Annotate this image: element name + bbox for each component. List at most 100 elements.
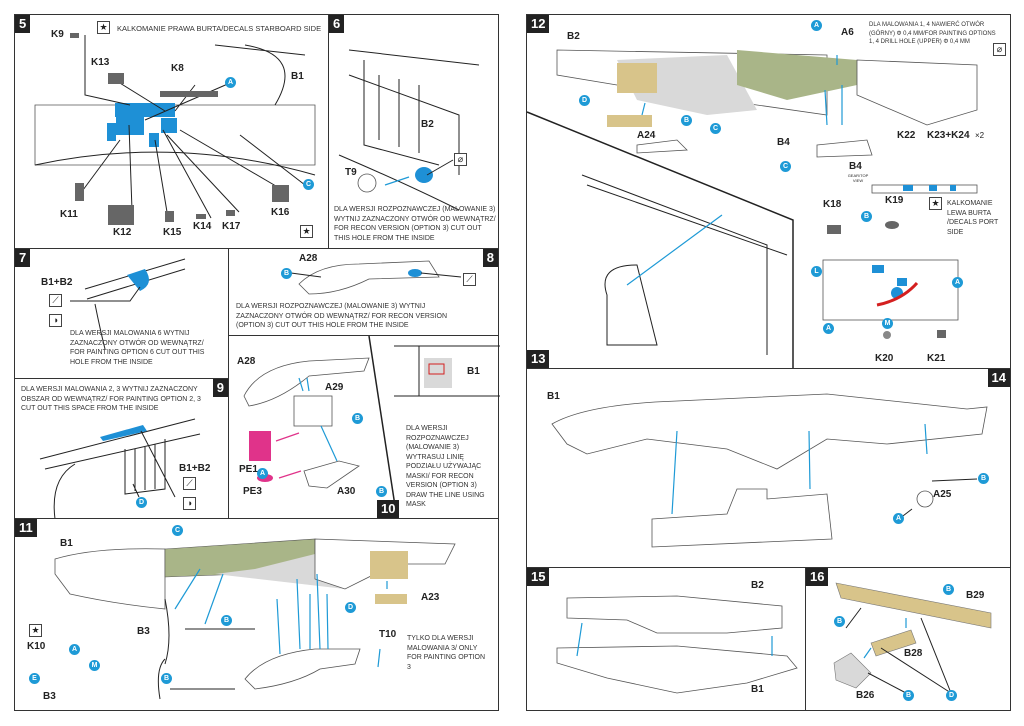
part-label: K22 bbox=[897, 130, 916, 141]
callout: A bbox=[952, 277, 963, 288]
part-label: K12 bbox=[113, 227, 132, 238]
callout: E bbox=[29, 673, 40, 684]
callout: A bbox=[257, 468, 268, 479]
part-label: B1 bbox=[751, 684, 764, 695]
callout: D bbox=[345, 602, 356, 613]
star-icon: ★ bbox=[97, 21, 110, 34]
step-5-panel: 5 ★ KALKOMANIE PRAWA BURTA/DECALS STARBO… bbox=[14, 14, 329, 249]
part-label: B26 bbox=[856, 690, 875, 701]
callout: B bbox=[161, 673, 172, 684]
callout: A bbox=[811, 20, 822, 31]
view-label: GEAR/TOP VIEW bbox=[847, 173, 869, 183]
quantity-label: ×2 bbox=[975, 131, 985, 140]
part-label: B1+B2 bbox=[41, 277, 73, 288]
part-label: B1+B2 bbox=[179, 463, 211, 474]
part-label: B3 bbox=[43, 691, 56, 702]
callout: A bbox=[823, 323, 834, 334]
part-label: K17 bbox=[222, 221, 241, 232]
instruction-note: DLA MALOWANIA 1, 4 NAWIERĆ OTWÓR (GÓRNY)… bbox=[869, 22, 996, 45]
callout: B bbox=[861, 211, 872, 222]
part-label: K11 bbox=[60, 209, 78, 220]
part-label: B1 bbox=[60, 538, 73, 549]
decal-title: KALKOMANIE PRAWA BURTA/DECALS STARBOARD … bbox=[117, 24, 322, 33]
part-label: A28 bbox=[299, 253, 318, 264]
step-7-panel: 7 B1+B2 ⟋ ◑ DLA WERSJI MALOWANIA 6 WYTNI… bbox=[14, 248, 229, 379]
part-label: B1 bbox=[547, 391, 560, 402]
part-label: K10 bbox=[27, 641, 46, 652]
step-14-panel: 14 B1 A25 B A bbox=[526, 368, 1011, 568]
callout: A bbox=[225, 77, 236, 88]
part-label: B2 bbox=[567, 31, 580, 42]
part-label: A28 bbox=[237, 356, 256, 367]
part-label: K15 bbox=[163, 227, 182, 238]
callout: L bbox=[811, 266, 822, 277]
fuselage-drawing bbox=[556, 595, 798, 694]
half-circle-icon: ◑ bbox=[183, 497, 196, 510]
part-label: K19 bbox=[885, 195, 904, 206]
drill-icon: ⌀ bbox=[454, 153, 467, 166]
part-label: A23 bbox=[421, 592, 440, 603]
instruction-note: DLA WERSJI MALOWANIA 6 WYTNIJ ZAZNACZONY… bbox=[70, 330, 205, 366]
knife-icon: ⟋ bbox=[49, 294, 62, 307]
step-number: 9 bbox=[212, 379, 228, 397]
step-6-panel: 6 B2 T9 ⌀ DLA WERSJI ROZPOZNAWCZEJ (MALO… bbox=[328, 14, 499, 249]
fuselage-drawing bbox=[551, 393, 988, 548]
half-circle-icon: ◑ bbox=[49, 314, 62, 327]
part-label: B28 bbox=[904, 648, 923, 659]
part-label: PE1 bbox=[239, 464, 258, 475]
part-label: K14 bbox=[193, 221, 212, 232]
step-number: 15 bbox=[527, 568, 550, 586]
step-number: 13 bbox=[527, 350, 550, 368]
part-label: A6 bbox=[841, 27, 854, 38]
step-10-panel: A28 A29 PE1 PE3 A30 B1 B A B DLA WERSJI … bbox=[228, 335, 500, 520]
step-number: 11 bbox=[15, 519, 37, 537]
part-label: B4 bbox=[849, 161, 862, 172]
part-label: B3 bbox=[137, 626, 150, 637]
step-number: 6 bbox=[329, 15, 345, 33]
part-label: K21 bbox=[927, 353, 946, 364]
callout: D bbox=[136, 497, 147, 508]
callout: M bbox=[89, 660, 100, 671]
callout: B bbox=[221, 615, 232, 626]
callout: M bbox=[882, 318, 893, 329]
part-label: K8 bbox=[171, 63, 184, 74]
part-drawing bbox=[833, 582, 992, 694]
step-number: 10 bbox=[377, 500, 400, 518]
step-number: 8 bbox=[482, 249, 498, 267]
step-9-panel: 9 DLA WERSJI MALOWANIA 2, 3 WYTNIJ ZAZNA… bbox=[14, 378, 229, 520]
part-label: K20 bbox=[875, 353, 894, 364]
step-12-13-panel: 12 B2 A6 A24 B4 K22 K23+K24 ×2 B4 GEAR/T… bbox=[526, 14, 1011, 370]
step-number: 7 bbox=[15, 249, 31, 267]
callout: B bbox=[281, 268, 292, 279]
step-number: 12 bbox=[527, 15, 550, 33]
part-label: A25 bbox=[933, 489, 952, 500]
callout: B bbox=[903, 690, 914, 701]
knife-icon: ⟋ bbox=[183, 477, 196, 490]
fuselage-drawing bbox=[54, 538, 456, 700]
callout: A bbox=[69, 644, 80, 655]
part-label: A30 bbox=[337, 486, 356, 497]
part-label: T9 bbox=[345, 167, 357, 178]
part-label: A29 bbox=[325, 382, 344, 393]
step-number: 14 bbox=[987, 369, 1010, 387]
callout: B bbox=[943, 584, 954, 595]
callout: C bbox=[172, 525, 183, 536]
decal-title: KALKOMANIE LEWA BURTA /DECALS PORT SIDE bbox=[947, 200, 999, 236]
step-11-panel: 11 B1 B3 ★ K10 B3 A23 T10 C B D A E M B … bbox=[14, 518, 499, 711]
callout: C bbox=[780, 161, 791, 172]
callout: D bbox=[579, 95, 590, 106]
star-icon: ★ bbox=[929, 197, 942, 210]
step-15-panel: 15 B2 B1 bbox=[526, 567, 806, 711]
callout: D bbox=[946, 690, 957, 701]
callout: B bbox=[834, 616, 845, 627]
part-label: A24 bbox=[637, 130, 656, 141]
knife-icon: ⟋ bbox=[463, 273, 476, 286]
part-label: K23+K24 bbox=[927, 130, 970, 141]
part-label: B1 bbox=[467, 366, 480, 377]
callout: C bbox=[710, 123, 721, 134]
part-label: T10 bbox=[379, 629, 397, 640]
part-label: PE3 bbox=[243, 486, 262, 497]
part-label: B4 bbox=[777, 137, 790, 148]
part-label: B2 bbox=[751, 580, 764, 591]
callout: B bbox=[352, 413, 363, 424]
